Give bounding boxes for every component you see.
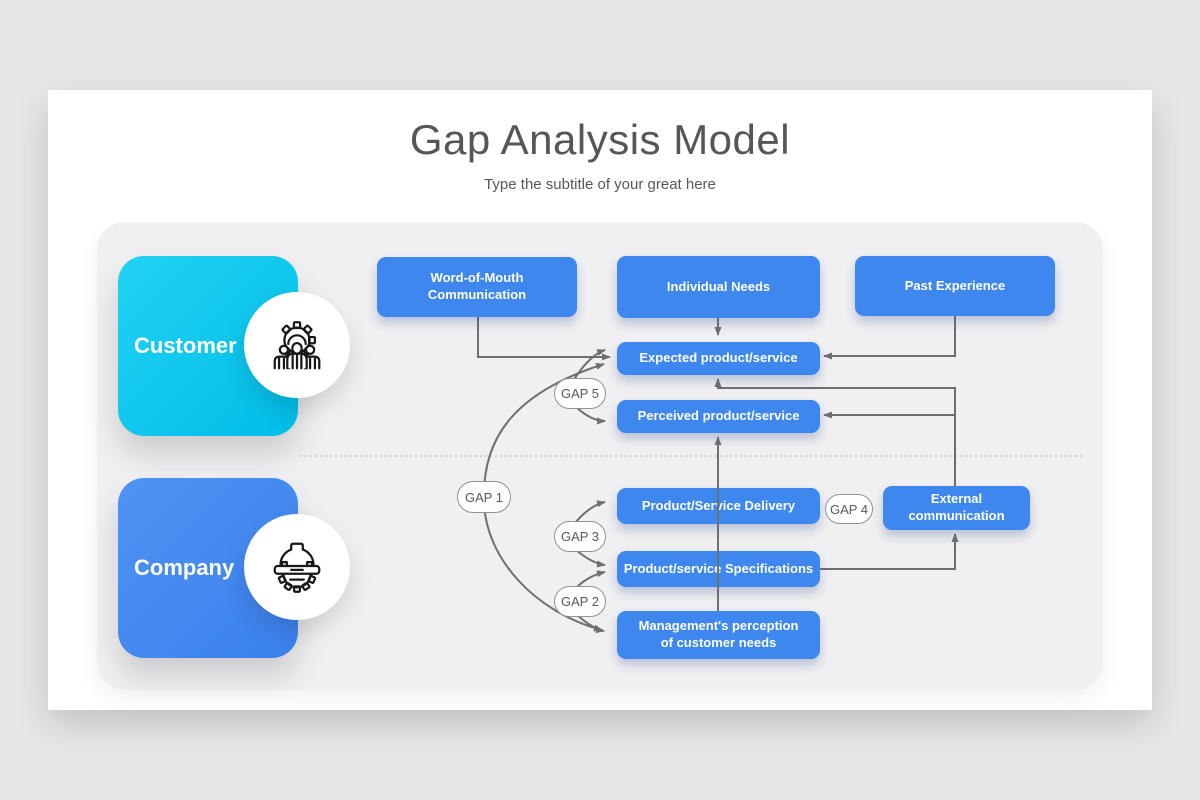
actor-company-label: Company: [134, 555, 235, 580]
customers-gear-icon: [273, 321, 321, 370]
node-product-service-delivery: Product/Service Delivery: [617, 488, 820, 524]
node-individual-needs: Individual Needs: [617, 256, 820, 318]
node-external-communication: External communication: [883, 486, 1030, 530]
gap-2-label: GAP 2: [554, 586, 606, 617]
gap-1-label: GAP 1: [457, 481, 511, 513]
company-icon-badge: [244, 514, 350, 620]
node-product-service-specifications: Product/service Specifications: [617, 551, 820, 587]
engineer-helmet-gear-icon: [273, 542, 321, 593]
node-expected-product-service: Expected product/service: [617, 342, 820, 375]
node-word-of-mouth-communication: Word-of-Mouth Communication: [377, 257, 577, 317]
actor-customer-label: Customer: [134, 333, 237, 358]
customer-icon-badge: [244, 292, 350, 398]
gap-5-label: GAP 5: [554, 378, 606, 409]
node-perceived-product-service: Perceived product/service: [617, 400, 820, 433]
gap-4-label: GAP 4: [825, 494, 873, 524]
node-management-perception: Management's perception of customer need…: [617, 611, 820, 659]
node-past-experience: Past Experience: [855, 256, 1055, 316]
gear-half: [277, 572, 317, 593]
gap-3-label: GAP 3: [554, 521, 606, 552]
page-title: Gap Analysis Model: [409, 116, 791, 163]
page-subtitle: Type the subtitle of your great here: [484, 176, 716, 193]
